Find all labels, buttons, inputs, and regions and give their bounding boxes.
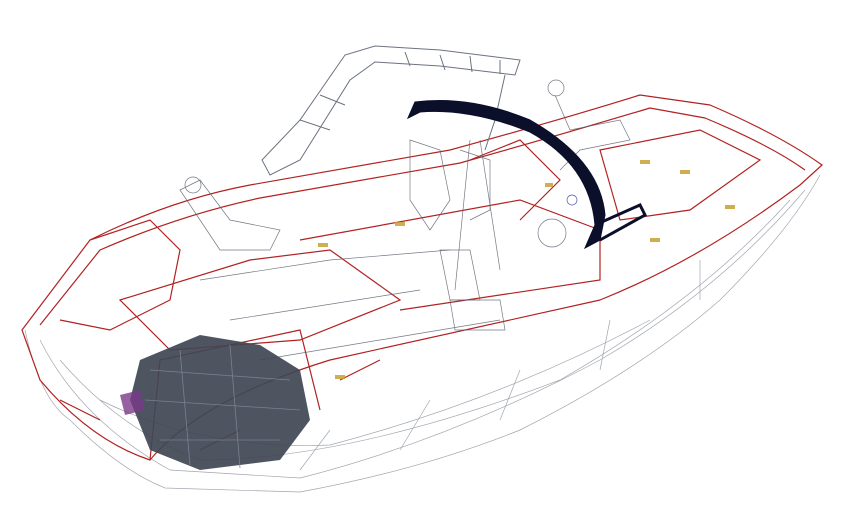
windshield-side bbox=[594, 203, 647, 242]
hull-bottom-lines bbox=[24, 174, 821, 493]
accent-components bbox=[318, 160, 735, 379]
engine bbox=[120, 335, 310, 470]
wakeboard-tower bbox=[261, 45, 521, 176]
interior-structure bbox=[179, 79, 631, 361]
windshield-frame bbox=[406, 100, 606, 250]
